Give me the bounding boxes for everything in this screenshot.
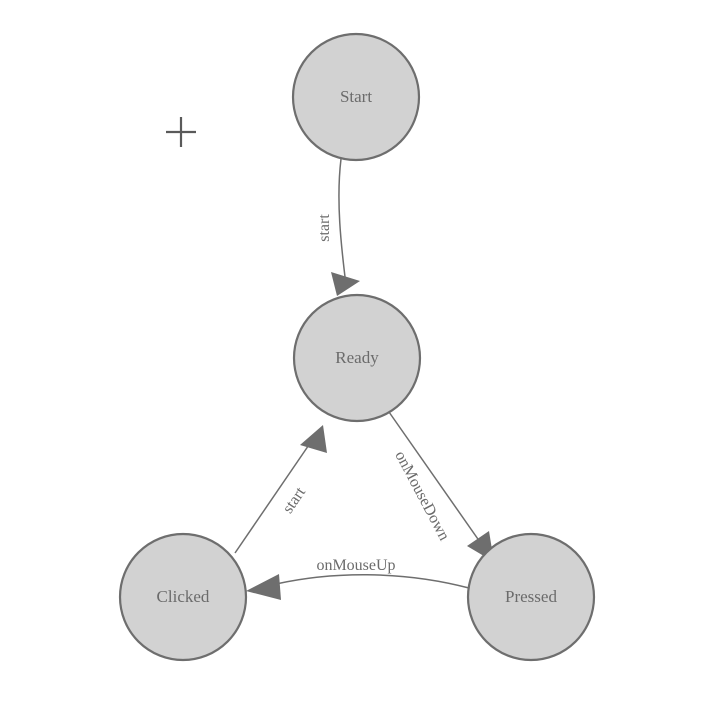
edge-ready-to-pressed[interactable]: onMouseDown — [388, 411, 494, 562]
edge-path[interactable] — [234, 435, 316, 554]
node-ready[interactable]: Ready — [292, 293, 422, 423]
arrowhead-icon — [246, 574, 281, 600]
node-label-ready: Ready — [335, 348, 379, 367]
edge-label-pressed-to-clicked: onMouseUp — [316, 557, 395, 574]
node-clicked[interactable]: Clicked — [118, 532, 248, 662]
edge-path[interactable] — [338, 158, 347, 286]
edge-clicked-to-ready[interactable]: start — [234, 425, 327, 554]
arrowhead-icon — [300, 425, 327, 453]
node-circle[interactable] — [118, 532, 248, 662]
edge-label-start-to-ready: start — [316, 214, 333, 242]
edge-pressed-to-clicked[interactable]: onMouseUp — [246, 557, 470, 600]
arrowhead-icon — [331, 272, 360, 296]
plus-marker-icon — [166, 117, 196, 147]
node-pressed[interactable]: Pressed — [466, 532, 596, 662]
edge-label-ready-to-pressed: onMouseDown — [391, 448, 452, 543]
edge-path[interactable] — [388, 411, 488, 553]
node-start[interactable]: Start — [291, 32, 421, 162]
node-circle[interactable] — [291, 32, 421, 162]
node-label-start: Start — [340, 87, 372, 106]
node-circle[interactable] — [466, 532, 596, 662]
edge-path[interactable] — [275, 573, 470, 589]
node-circle[interactable] — [292, 293, 422, 423]
node-label-pressed: Pressed — [505, 587, 557, 606]
edge-start-to-ready[interactable]: start — [316, 158, 360, 296]
edge-label-clicked-to-ready: start — [280, 484, 310, 517]
node-label-clicked: Clicked — [157, 587, 210, 606]
